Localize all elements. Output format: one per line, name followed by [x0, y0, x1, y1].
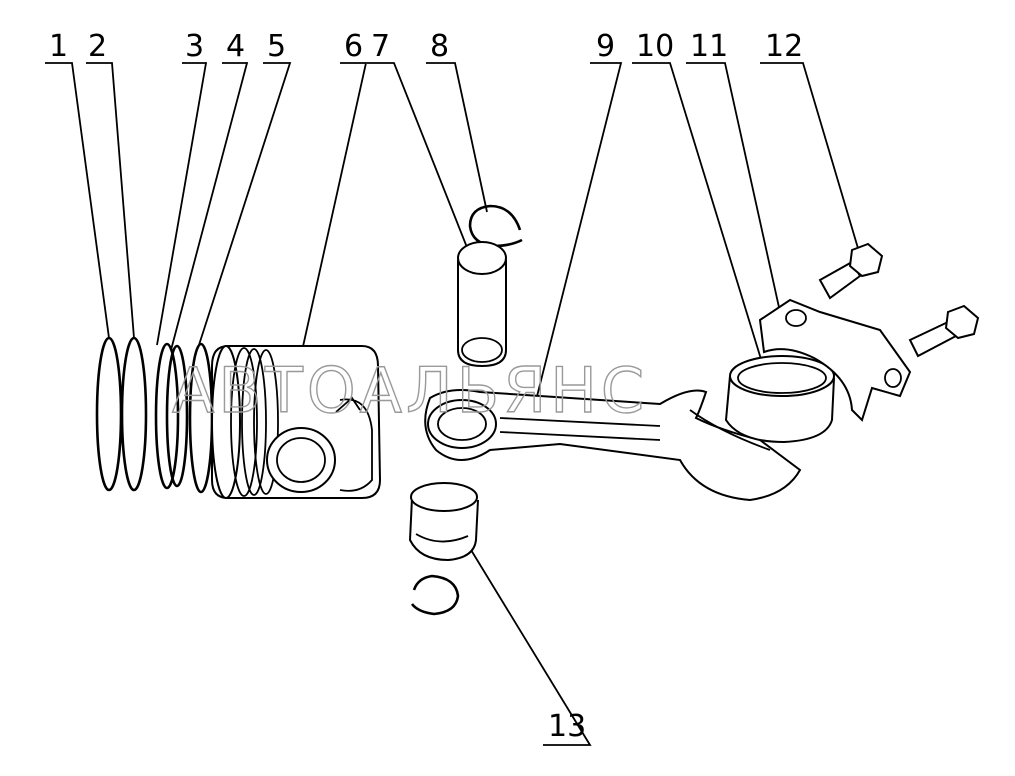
- leader-lines: [45, 62, 861, 746]
- ring-3: [154, 342, 180, 490]
- leader-2: [86, 62, 135, 339]
- ring-4: [165, 344, 189, 488]
- watermark: АВТОАЛЬЯНС: [172, 354, 648, 427]
- leader-1: [45, 62, 110, 339]
- ring-1: [95, 336, 123, 492]
- leader-6: [299, 62, 368, 361]
- leader-8: [426, 62, 488, 213]
- callout-12: 12: [765, 29, 803, 64]
- leader-13: [467, 544, 592, 746]
- connecting-rod: [424, 389, 802, 502]
- callout-1: 1: [49, 29, 68, 64]
- callout-7: 7: [371, 29, 390, 64]
- callout-9: 9: [596, 29, 615, 64]
- piston: [211, 345, 382, 499]
- leader-7: [367, 62, 471, 256]
- leader-9: [527, 62, 623, 433]
- leader-3: [156, 62, 208, 346]
- callout-5: 5: [267, 29, 286, 64]
- leader-10: [632, 62, 769, 383]
- bearing-shell: [724, 355, 835, 444]
- ring-2: [120, 336, 148, 492]
- piston-pin: [457, 241, 507, 368]
- circlip-upper: [468, 204, 523, 248]
- callout-13: 13: [548, 709, 586, 744]
- callout-6: 6: [344, 29, 363, 64]
- leader-5: [197, 62, 292, 349]
- callout-8: 8: [430, 29, 449, 64]
- callout-labels: 1 2 3 4 5 6 7 8 9 10 11 12 13: [49, 29, 803, 744]
- leader-11: [686, 62, 785, 331]
- leader-12: [760, 62, 861, 256]
- small-end-bushing: [408, 482, 479, 562]
- leader-4: [170, 62, 249, 351]
- callout-10: 10: [636, 29, 674, 64]
- callout-3: 3: [185, 29, 204, 64]
- circlip-lower: [410, 574, 460, 616]
- rod-cap: [758, 298, 912, 422]
- callout-2: 2: [88, 29, 107, 64]
- cap-bolts: [818, 242, 980, 358]
- callout-4: 4: [226, 29, 245, 64]
- callout-11: 11: [690, 29, 728, 64]
